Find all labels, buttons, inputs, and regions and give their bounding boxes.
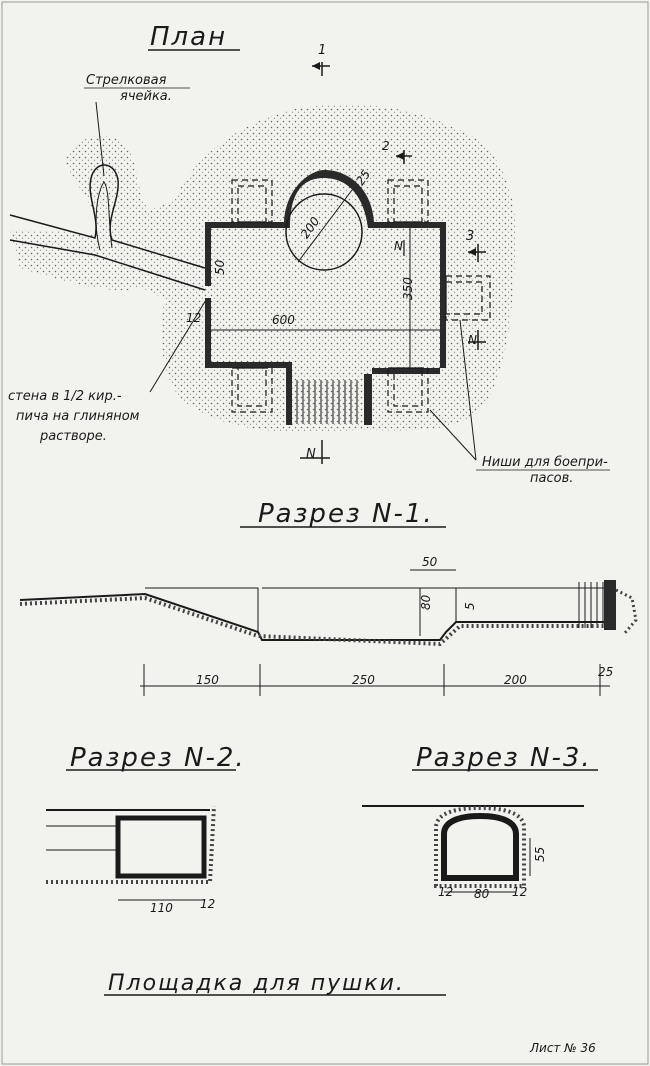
plan-title: План [150,22,227,52]
section-mark-1: 1 [312,43,330,76]
svg-text:N: N [394,239,403,253]
svg-text:N: N [306,447,316,462]
section-3-dim-12-right: 12 [512,885,527,899]
section-1-dim-250: 250 [352,673,375,687]
section-1-dim-80: 80 [419,594,433,610]
section-1-dim-50: 50 [422,555,438,569]
section-3-view: Разрез N-3. 55 80 12 12 [362,743,598,901]
svg-text:3: 3 [466,229,474,244]
section-2-dim-110: 110 [150,901,173,915]
niche-note-line-2: пасов. [530,471,573,486]
section-mark-2: 2 [382,139,412,164]
section-1-title: Разрез N-1. [258,499,434,529]
section-2-title: Разрез N-2. [70,743,246,773]
dim-350: 350 [401,277,415,300]
section-3-title: Разрез N-3. [416,743,592,773]
section-mark-n-right: N [468,330,486,350]
gun-platform-circle [285,193,363,271]
entrance-hatch [296,380,362,424]
drawing-caption: Площадка для пушки. [108,971,405,996]
wall-note-line-2: пича на глиняном [16,409,140,424]
section-mark-n-left: N [394,239,405,256]
section-1-dim-200: 200 [504,673,527,687]
rifle-cell-label-2: ячейка. [120,89,172,104]
svg-text:2: 2 [382,139,390,153]
wall-note-line-3: растворе. [39,429,107,444]
wall-note-line-1: стена в 1/2 кир.- [8,389,122,404]
ammo-niches [231,179,491,413]
svg-text:1: 1 [318,43,326,58]
section-3-dim-55: 55 [533,847,547,862]
rifle-cell-label-1: Стрелковая [86,73,167,88]
dim-50: 50 [213,259,227,275]
section-mark-3: 3 [466,229,486,262]
section-2-view: Разрез N-2. 110 12 [46,743,246,915]
niche-note-line-1: Ниши для боепри- [482,455,608,470]
plan-soil [10,104,516,432]
section-1-view: Разрез N-1. 150 250 200 25 50 80 5 [19,499,638,696]
section-1-dim-5: 5 [463,602,477,610]
section-1-wall-hatch [574,582,604,628]
section-2-dim-12: 12 [200,897,215,911]
dim-600: 600 [272,313,295,327]
section-1-wall [604,580,616,630]
dim-12: 12 [186,311,201,325]
sheet-number: Лист № 36 [529,1041,596,1055]
section-1-dim-150: 150 [196,673,219,687]
svg-text:N: N [468,333,477,347]
section-3-dim-80: 80 [474,887,490,901]
section-mark-n-bottom: N [300,440,330,464]
section-1-dim-25: 25 [598,665,613,679]
section-3-dim-12-left: 12 [438,885,453,899]
plan-view: План 200 25 600 [8,22,610,486]
